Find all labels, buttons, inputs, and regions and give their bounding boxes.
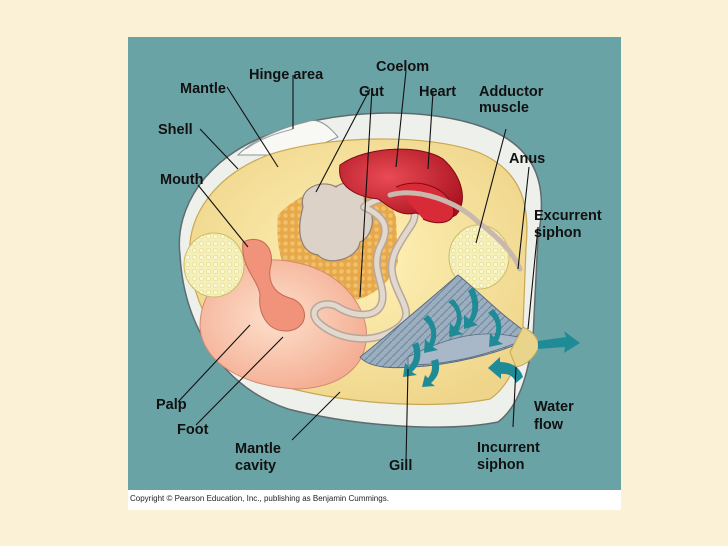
anterior-adductor-muscle bbox=[183, 232, 245, 298]
label-water-flow-line2: flow bbox=[534, 417, 563, 433]
water-flow-arrows bbox=[403, 287, 580, 387]
label-gut: Gut bbox=[359, 84, 384, 100]
leader-lines bbox=[177, 70, 539, 463]
palp bbox=[242, 239, 305, 332]
label-gill: Gill bbox=[389, 458, 413, 474]
intestine bbox=[387, 190, 523, 272]
label-mantle-cavity-line2: cavity bbox=[235, 458, 277, 474]
label-excurrent-siphon-line2: siphon bbox=[534, 225, 582, 241]
copyright-notice: Copyright © Pearson Education, Inc., pub… bbox=[130, 494, 389, 503]
label-palp: Palp bbox=[156, 397, 187, 413]
label-adductor-muscle-line1: Adductor bbox=[479, 84, 544, 100]
label-adductor-muscle-line2: muscle bbox=[479, 100, 529, 116]
label-foot: Foot bbox=[177, 422, 209, 438]
stomach bbox=[299, 182, 373, 262]
label-mouth: Mouth bbox=[160, 172, 204, 188]
label-shell: Shell bbox=[158, 122, 193, 138]
siphons bbox=[509, 326, 539, 368]
label-coelom: Coelom bbox=[376, 59, 430, 75]
label-incurrent-siphon-line1: Incurrent bbox=[477, 440, 540, 456]
label-hinge-area: Hinge area bbox=[249, 67, 324, 83]
clam-anatomy-diagram bbox=[177, 70, 580, 463]
label-incurrent-siphon-line2: siphon bbox=[477, 457, 525, 473]
label-anus: Anus bbox=[509, 151, 546, 167]
label-excurrent-siphon-line1: Excurrent bbox=[534, 208, 602, 224]
diagram-panel: Hinge area Coelom Mantle Gut Heart Adduc… bbox=[128, 37, 621, 490]
label-mantle: Mantle bbox=[180, 81, 226, 97]
label-heart: Heart bbox=[419, 84, 457, 100]
label-water-flow-line1: Water bbox=[534, 399, 574, 415]
figure: Hinge area Coelom Mantle Gut Heart Adduc… bbox=[128, 37, 621, 510]
label-mantle-cavity-line1: Mantle bbox=[235, 441, 281, 457]
